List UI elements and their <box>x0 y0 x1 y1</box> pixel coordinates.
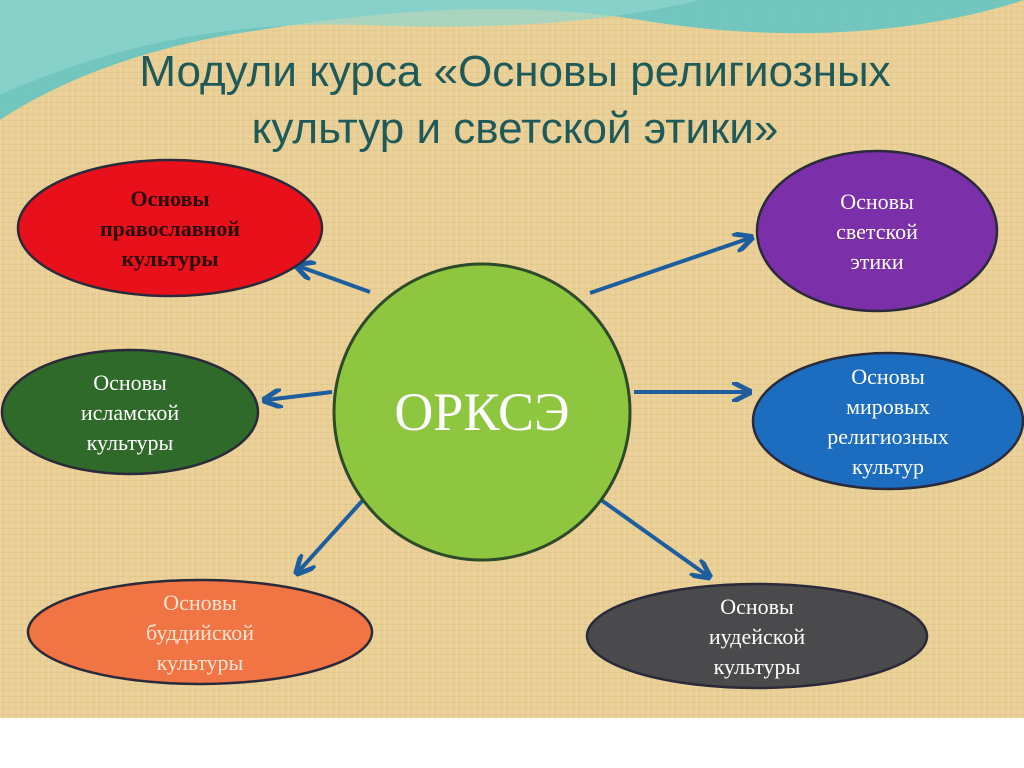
module-secular-ethics: Основы светской этики <box>755 149 999 313</box>
module-label-line: Основы <box>93 370 167 395</box>
arrow-buddhist <box>298 488 374 572</box>
module-label-line: культур <box>852 454 924 479</box>
module-label-line: светской <box>836 219 918 244</box>
center-label: ОРКСЭ <box>394 382 569 442</box>
module-ellipse <box>26 578 374 686</box>
module-ellipse <box>0 348 260 476</box>
module-label-line: иудейской <box>709 624 805 649</box>
arrow-secular <box>589 238 750 295</box>
module-ellipse <box>585 582 929 690</box>
module-orthodox: Основы православной культуры <box>16 158 324 298</box>
title-line-2: культур и светской этики» <box>252 104 779 153</box>
module-world-religions: Основы мировых религиозных культур <box>751 351 1024 491</box>
module-label-line: религиозных <box>827 424 949 449</box>
module-label-line: исламской <box>81 400 180 425</box>
module-label-line: культуры <box>122 246 219 271</box>
arrow-orthodox <box>298 266 371 294</box>
module-ellipse <box>751 351 1024 491</box>
module-buddhist: Основы буддийской культуры <box>26 578 374 686</box>
module-label-line: Основы <box>851 364 925 389</box>
decorative-wave <box>0 0 1024 120</box>
arrow-islam <box>266 392 333 400</box>
module-label-line: Основы <box>130 186 209 211</box>
module-ellipse <box>16 158 324 298</box>
module-label-line: православной <box>100 216 240 241</box>
module-label-line: культуры <box>157 650 244 675</box>
module-label-line: Основы <box>840 189 914 214</box>
module-islamic: Основы исламской культуры <box>0 348 260 476</box>
module-label-line: культуры <box>87 430 174 455</box>
module-label-line: этики <box>850 249 904 274</box>
module-label-line: мировых <box>846 394 930 419</box>
module-label-line: Основы <box>163 590 237 615</box>
module-label-line: буддийской <box>146 620 254 645</box>
module-label-line: Основы <box>720 594 794 619</box>
decorative-wave-2 <box>0 0 700 95</box>
center-circle <box>332 262 632 562</box>
module-label-line: культуры <box>714 654 801 679</box>
module-ellipse <box>755 149 999 313</box>
arrows <box>266 238 750 576</box>
arrow-jewish <box>588 490 708 576</box>
module-jewish: Основы иудейской культуры <box>585 582 929 690</box>
title-line-1: Модули курса «Основы религиозных <box>139 47 890 96</box>
